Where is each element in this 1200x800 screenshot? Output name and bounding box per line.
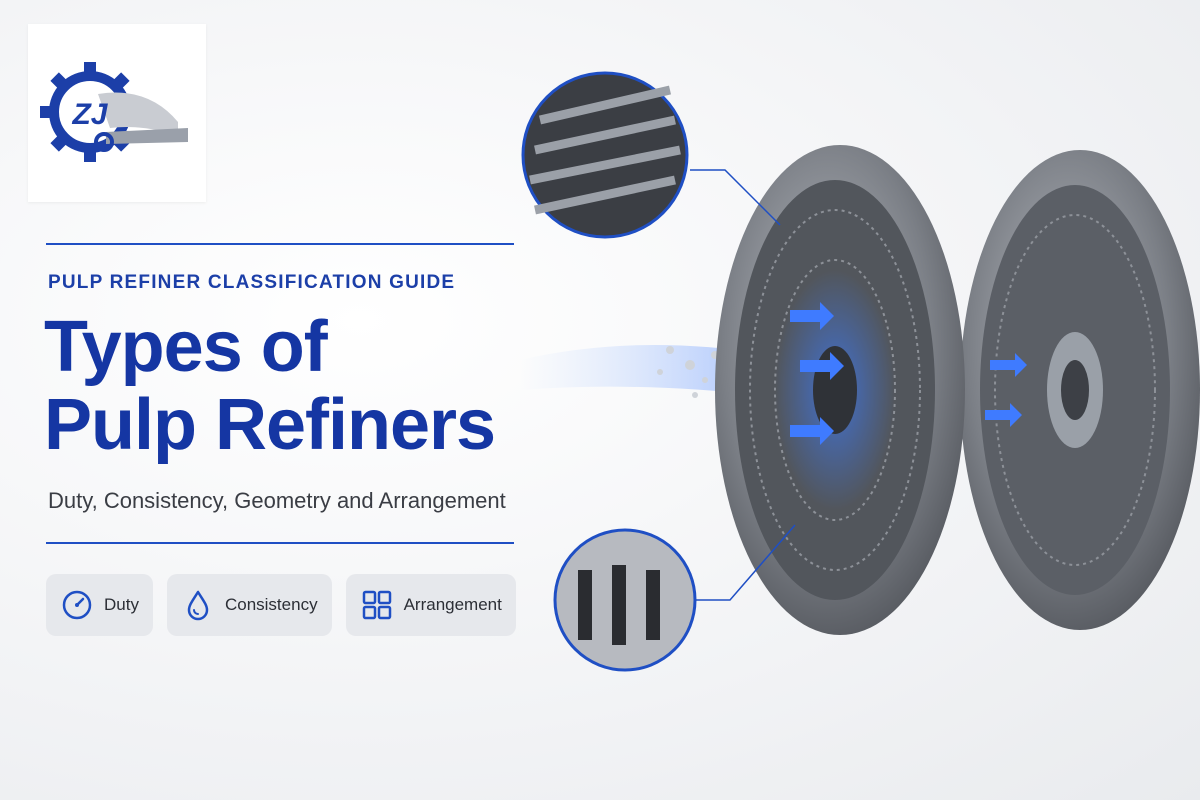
chip-consistency[interactable]: Consistency (166, 574, 332, 636)
flow-arrows (790, 302, 1027, 445)
chip-arrangement[interactable]: Arrangement (345, 574, 516, 636)
logo-card: ZJ (28, 24, 206, 202)
title-line-1: Types of (44, 307, 328, 387)
refiner-plate-rear (960, 150, 1200, 630)
logo-text: ZJ (71, 98, 108, 131)
chip-label-arrangement: Arrangement (403, 595, 502, 614)
page-title: Types of Pulp Refiners (44, 308, 544, 464)
gear-zj-logo-icon: ZJ (40, 62, 188, 162)
callout-line-top (690, 169, 781, 226)
bottom-divider (46, 542, 514, 544)
grid-icon (362, 590, 391, 620)
chip-duty[interactable]: Duty (46, 574, 153, 636)
chip-label-consistency: Consistency (224, 595, 318, 614)
top-divider (46, 243, 514, 245)
gauge-icon (62, 590, 92, 620)
chip-label-duty: Duty (104, 595, 139, 614)
refiner-plates-illustration (520, 71, 1200, 672)
zoom-detail-bottom (553, 528, 697, 672)
droplet-icon (187, 590, 209, 621)
title-line-2: Pulp Refiners (44, 385, 496, 465)
callout-line-bottom (690, 524, 796, 601)
subtitle: Duty, Consistency, Geometry and Arrangem… (48, 488, 506, 513)
refiner-plate-front (715, 145, 965, 635)
category-chips: Duty Consistency Arrangement (46, 574, 516, 636)
kicker-heading: PULP REFINER CLASSIFICATION GUIDE (48, 272, 456, 293)
zoom-detail-top (521, 71, 689, 239)
